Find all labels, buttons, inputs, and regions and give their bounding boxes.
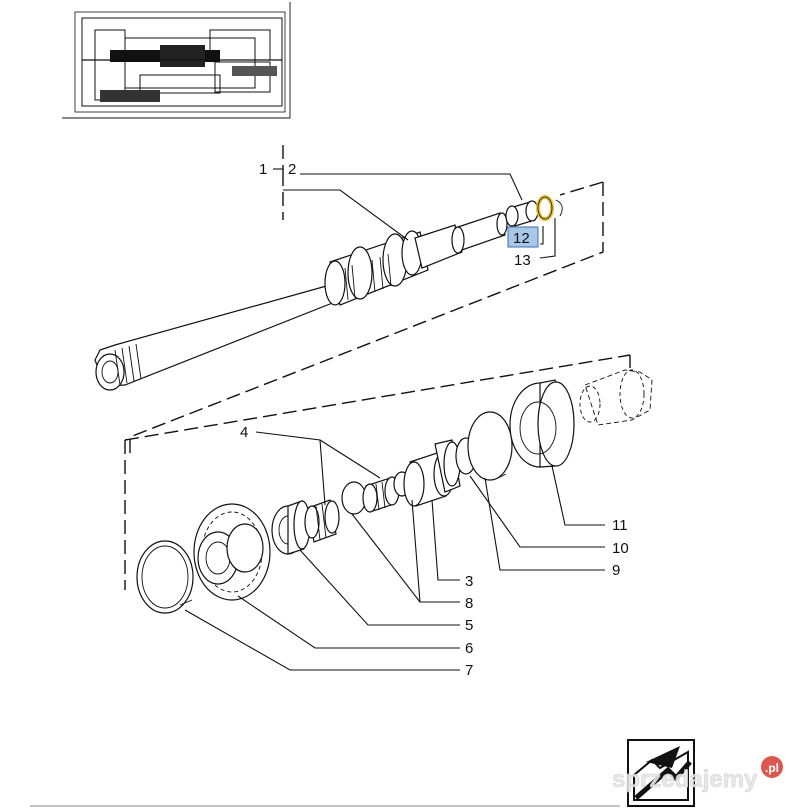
callout-3: 3 [465, 573, 473, 590]
circlip-9 [467, 411, 513, 481]
gear-5 [271, 500, 311, 555]
callout-1: 1 [259, 161, 267, 178]
callout-12-highlight [507, 226, 539, 248]
callout-11: 11 [612, 517, 628, 534]
ring-13 [536, 195, 563, 221]
callout-13: 13 [514, 252, 531, 269]
callout-9: 9 [612, 562, 620, 579]
needle-bearing [304, 499, 340, 543]
arrow-next-icon[interactable] [627, 739, 695, 807]
callout-2: 2 [288, 161, 296, 178]
transmission-overview-inset [62, 2, 291, 119]
gear-6 [193, 503, 271, 601]
callout-5: 5 [465, 617, 473, 634]
needle-bearing-2 [362, 476, 400, 513]
rear-shaft-end [579, 369, 653, 426]
gear-11 [509, 379, 575, 468]
main-shaft [94, 212, 508, 391]
callout-10: 10 [612, 540, 629, 557]
watermark-brand: sprzedajemy [612, 766, 758, 793]
watermark: sprzedajemy .pl [612, 756, 783, 793]
watermark-tld: .pl [765, 761, 779, 775]
callout-7: 7 [465, 662, 473, 679]
callout-6: 6 [465, 640, 473, 657]
bearing-12 [505, 200, 539, 227]
callout-8: 8 [465, 595, 473, 612]
synchro-hub-3 [393, 439, 461, 507]
callout-12: 12 [513, 230, 530, 247]
snap-ring-7 [136, 540, 194, 614]
callout-4: 4 [240, 424, 248, 441]
